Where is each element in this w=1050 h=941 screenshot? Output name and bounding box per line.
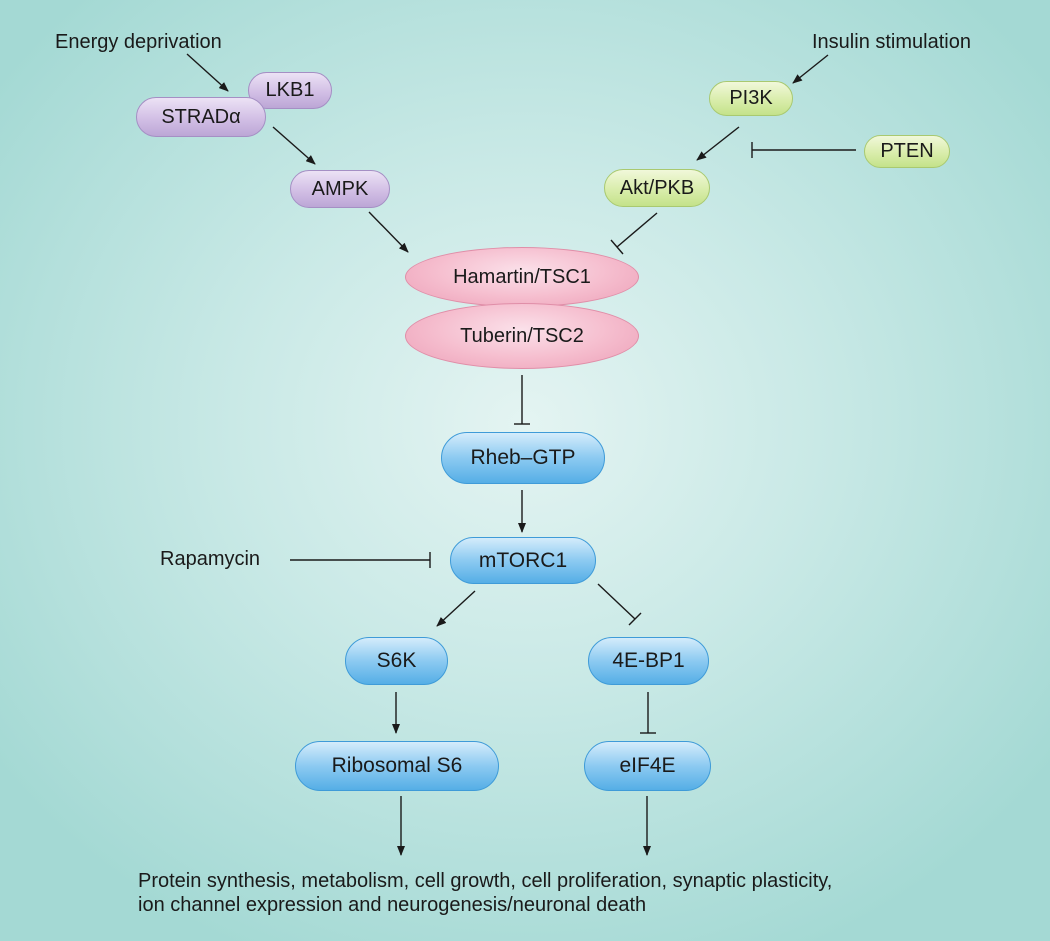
tsc1-node: Hamartin/TSC1: [405, 247, 639, 307]
ribosomal-s6-node: Ribosomal S6: [295, 741, 499, 791]
pten-node: PTEN: [864, 135, 950, 168]
output-effects-text: Protein synthesis, metabolism, cell grow…: [138, 869, 832, 917]
eif4e-node: eIF4E: [584, 741, 711, 791]
pi3k-node: PI3K: [709, 81, 793, 116]
edge-akt-inhibits-tsc1: [616, 212, 658, 248]
edge-energy-to-lkb1: [186, 53, 229, 92]
ampk-node: AMPK: [290, 170, 390, 208]
edge-mtorc1-to-s6k: [436, 590, 476, 627]
output-line-1: Protein synthesis, metabolism, cell grow…: [138, 870, 833, 892]
rapamycin-label: Rapamycin: [160, 548, 261, 570]
output-line-2: ion channel expression and neurogenesis/…: [138, 894, 647, 916]
lkb1-node: LKB1: [248, 72, 332, 109]
insulin-stimulation-label: Insulin stimulation: [812, 31, 971, 53]
mtorc1-node: mTORC1: [450, 537, 596, 584]
edge-insulin-to-pi3k: [792, 54, 829, 84]
edge-pi3k-to-akt: [696, 126, 740, 161]
edge-strad-to-ampk: [272, 126, 316, 165]
edge-akt-inhibits-tsc1-bar: [610, 239, 624, 255]
edge-ampk-to-tsc1: [368, 211, 409, 253]
s6k-node: S6K: [345, 637, 448, 685]
edge-mtorc1-inhibits-4ebp1-bar: [628, 612, 642, 626]
rheb-gtp-node: Rheb–GTP: [441, 432, 605, 484]
tsc2-node: Tuberin/TSC2: [405, 303, 639, 369]
strad-node: STRADα: [136, 97, 266, 137]
edge-mtorc1-inhibits-4ebp1: [597, 583, 636, 620]
akt-node: Akt/PKB: [604, 169, 710, 207]
energy-deprivation-label: Energy deprivation: [55, 31, 222, 53]
4e-bp1-node: 4E-BP1: [588, 637, 709, 685]
